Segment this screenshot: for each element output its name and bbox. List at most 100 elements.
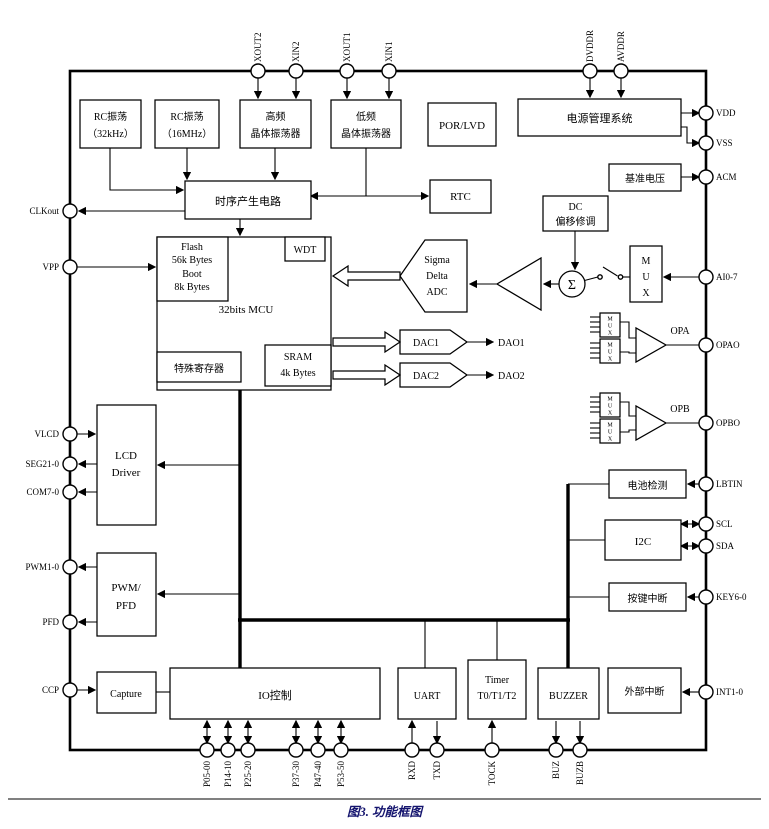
pin-acm [698,169,714,185]
ext-interrupt-block [607,667,682,714]
rc-osc-32k-block [79,99,142,149]
rc32-label-1: RC振荡 [94,110,127,123]
pin-xin1 [381,63,397,79]
pin-label-xout1: XOUT1 [342,33,352,63]
opa-mux2-m: M [607,343,613,349]
pin-xin2 [288,63,304,79]
pin-xout1 [339,63,355,79]
flash-label-3: Boot [182,269,202,280]
opb-mux1-u: U [608,404,613,410]
pin-label-p14: P14-10 [223,761,233,788]
pin-seg210 [62,456,78,472]
pin-label-sda: SDA [716,541,735,551]
pin-xout2 [250,63,266,79]
wire-rc32-timing [109,148,185,195]
vref-block [608,163,682,192]
sram-block [264,344,332,387]
pin-pfd [62,614,78,630]
mux-label-1: M [642,256,651,267]
opb-mux2-x: X [608,437,613,443]
switch-contact [597,274,603,280]
pin-label-vdd: VDD [716,108,736,118]
rc16-label-2: （16MHz） [162,128,213,140]
lcd-label-1: LCD [115,450,137,462]
dctrim-label-2: 偏移修调 [556,215,596,228]
extint-label: 外部中断 [625,685,665,698]
sfr-block [156,351,242,383]
opa-mux2-block [599,338,621,364]
timer-label-1: Timer [485,675,510,686]
pin-label-xout2: XOUT2 [253,33,263,63]
flash-label-2: 56k Bytes [172,255,212,266]
por-lvd-block [427,102,497,147]
pin-label-vlcd: VLCD [35,429,60,439]
i2c-label: I2C [635,536,652,548]
mcu-label: 32bits MCU [219,304,274,316]
blocks [79,98,687,720]
opb-label: OPB [670,404,690,415]
sigma-summer [558,270,586,298]
pin-p37 [288,742,304,758]
dac2-block [399,362,469,388]
pin-label-rxd: RXD [407,761,417,781]
rtc-label: RTC [450,191,471,203]
sfr-label: 特殊寄存器 [174,362,224,375]
adc-label-3: ADC [426,287,447,298]
pin-lbtin [698,476,714,492]
wire-muxa2-opa [620,351,636,354]
pin-key60 [698,589,714,605]
pin-label-p05: P05-00 [202,761,212,788]
pin-label-int10: INT1-0 [716,687,743,697]
opa-mux1-block [599,312,621,338]
pin-label-dvddr: DVDDR [585,30,595,62]
pin-label-xin1: XIN1 [384,42,394,63]
opb-amplifier [635,404,668,442]
wire-vss [681,126,701,148]
wire-muxb1-opb [620,401,636,417]
pin-label-p37: P37-30 [291,761,301,788]
opa-mux1-u: U [608,324,613,330]
timer-block [467,659,527,720]
timer-label-2: T0/T1/T2 [478,691,517,702]
pin-ccp [62,682,78,698]
pin-clkout [62,203,78,219]
keyint-label: 按键中断 [628,592,668,605]
mux-label-3: X [642,288,650,299]
pin-label-opao: OPAO [716,340,740,350]
hfxtal-label-1: 高频 [266,110,286,123]
dc-offset-trim-block [542,195,609,232]
pin-label-p25: P25-20 [243,761,253,788]
wdt-block [284,236,326,262]
pwm-label-2: PFD [116,600,136,612]
wdt-label: WDT [294,245,317,256]
pin-ai07 [698,269,714,285]
pin-p14 [220,742,236,758]
sram-label-1: SRAM [284,352,312,363]
dac1-label: DAC1 [413,338,439,349]
pin-p25 [240,742,256,758]
por-label: POR/LVD [439,120,485,132]
pin-avddr [613,63,629,79]
pin-opbo [698,415,714,431]
pin-scl [698,516,714,532]
pin-int10 [698,684,714,700]
pin-label-vss: VSS [716,138,733,148]
analog-mux-block [629,245,663,303]
pin-label-ccp: CCP [42,685,59,695]
adc-label-1: Sigma [424,255,450,266]
pin-label-acm: ACM [716,172,737,182]
power-mgmt-block [517,98,682,137]
pin-opao [698,337,714,353]
opa-mux2-u: U [608,350,613,356]
pin-buz [548,742,564,758]
pin-vlcd [62,426,78,442]
buzzer-block [537,667,600,720]
pin-label-seg210: SEG21-0 [26,459,60,469]
opb-mux1-x: X [608,411,613,417]
capture-block [96,671,157,714]
pin-label-p47: P47-40 [313,761,323,788]
adc-mcu-bus-arrow [331,264,401,288]
lf-crystal-osc-block [330,99,402,149]
pin-circles [62,63,714,758]
pin-label-tock: TOCK [487,761,497,786]
